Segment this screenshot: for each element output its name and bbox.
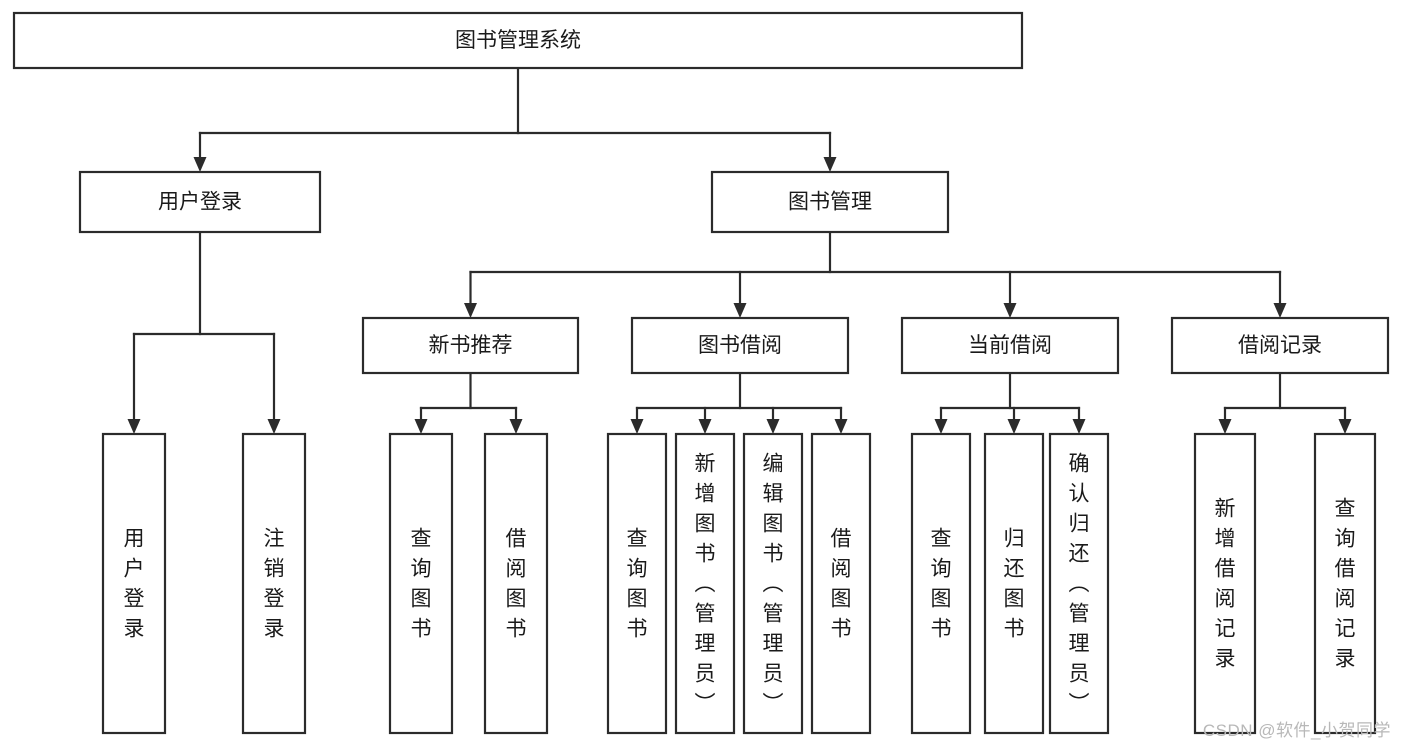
node-box	[483, 432, 549, 735]
node-label: 图书管理系统	[455, 29, 581, 52]
node-box	[388, 432, 454, 735]
arrow-head	[766, 419, 780, 434]
node-root[interactable]: 图书管理系统	[12, 11, 1024, 70]
arrow-head	[733, 303, 747, 318]
arrow-head	[1218, 419, 1232, 434]
node-box	[983, 432, 1045, 735]
node-label: 确认归还︵管理员︶	[1069, 453, 1090, 716]
node-box	[12, 11, 1024, 70]
arrow-head	[1007, 419, 1021, 434]
node-label: 归还图书	[1004, 528, 1025, 641]
node-leaf-borrow-book-1[interactable]: 借阅图书	[483, 432, 549, 735]
node-box	[900, 316, 1120, 375]
node-box	[630, 316, 850, 375]
arrow-head	[414, 419, 428, 434]
node-box	[742, 432, 804, 735]
node-label: 图书借阅	[698, 334, 782, 357]
node-user-login[interactable]: 用户登录	[78, 170, 322, 234]
node-box	[1193, 432, 1257, 735]
node-book-manage[interactable]: 图书管理	[710, 170, 950, 234]
node-leaf-query-book-3[interactable]: 查询图书	[910, 432, 972, 735]
node-label: 新增借阅记录	[1215, 498, 1236, 671]
node-label: 查询图书	[411, 528, 432, 641]
node-box	[810, 432, 872, 735]
node-box	[361, 316, 580, 375]
arrow-head	[509, 419, 523, 434]
node-label: 新书推荐	[429, 334, 513, 357]
node-leaf-borrow-book-2[interactable]: 借阅图书	[810, 432, 872, 735]
node-label: 查询图书	[627, 528, 648, 641]
node-label: 用户登录	[124, 528, 145, 641]
node-leaf-return-book[interactable]: 归还图书	[983, 432, 1045, 735]
arrow-head	[698, 419, 712, 434]
arrow-head	[1338, 419, 1352, 434]
arrow-head	[834, 419, 848, 434]
node-leaf-query-book-1[interactable]: 查询图书	[388, 432, 454, 735]
arrow-head	[1003, 303, 1017, 318]
node-box	[674, 432, 736, 735]
node-leaf-user-login[interactable]: 用户登录	[101, 432, 167, 735]
node-box	[241, 432, 307, 735]
arrow-head	[630, 419, 644, 434]
node-label: 借阅图书	[831, 528, 852, 641]
node-label: 查询借阅记录	[1335, 498, 1356, 671]
node-box	[1170, 316, 1390, 375]
node-box	[910, 432, 972, 735]
node-label: 图书管理	[788, 191, 872, 214]
node-label: 借阅记录	[1238, 334, 1322, 357]
node-leaf-query-book-2[interactable]: 查询图书	[606, 432, 668, 735]
node-book-borrow[interactable]: 图书借阅	[630, 316, 850, 375]
node-label: 新增图书︵管理员︶	[695, 453, 716, 716]
connector-layer	[127, 66, 1352, 434]
node-leaf-edit-book[interactable]: 编辑图书︵管理员︶	[742, 432, 804, 735]
node-layer: 图书管理系统用户登录图书管理新书推荐图书借阅当前借阅借阅记录用户登录注销登录查询…	[12, 11, 1390, 735]
node-current-borrow[interactable]: 当前借阅	[900, 316, 1120, 375]
node-label: 借阅图书	[506, 528, 527, 641]
arrow-head	[127, 419, 141, 434]
node-leaf-add-record[interactable]: 新增借阅记录	[1193, 432, 1257, 735]
arrow-head	[193, 157, 207, 172]
arrow-head	[823, 157, 837, 172]
node-leaf-add-book[interactable]: 新增图书︵管理员︶	[674, 432, 736, 735]
node-new-book-rec[interactable]: 新书推荐	[361, 316, 580, 375]
node-box	[78, 170, 322, 234]
node-leaf-user-logout[interactable]: 注销登录	[241, 432, 307, 735]
arrow-head	[1273, 303, 1287, 318]
node-label: 注销登录	[264, 528, 285, 641]
node-leaf-query-record[interactable]: 查询借阅记录	[1313, 432, 1377, 735]
arrow-head	[934, 419, 948, 434]
node-label: 编辑图书︵管理员︶	[763, 453, 784, 716]
watermark-text: CSDN @软件_小贺同学	[1202, 721, 1391, 740]
arrow-head	[267, 419, 281, 434]
node-leaf-confirm-return[interactable]: 确认归还︵管理员︶	[1048, 432, 1110, 735]
node-box	[1048, 432, 1110, 735]
node-borrow-record[interactable]: 借阅记录	[1170, 316, 1390, 375]
arrow-head	[1072, 419, 1086, 434]
node-label: 当前借阅	[968, 334, 1052, 357]
node-box	[101, 432, 167, 735]
node-label: 用户登录	[158, 191, 242, 214]
node-box	[606, 432, 668, 735]
node-box	[1313, 432, 1377, 735]
arrow-head	[464, 303, 477, 318]
node-label: 查询图书	[931, 528, 952, 641]
node-box	[710, 170, 950, 234]
